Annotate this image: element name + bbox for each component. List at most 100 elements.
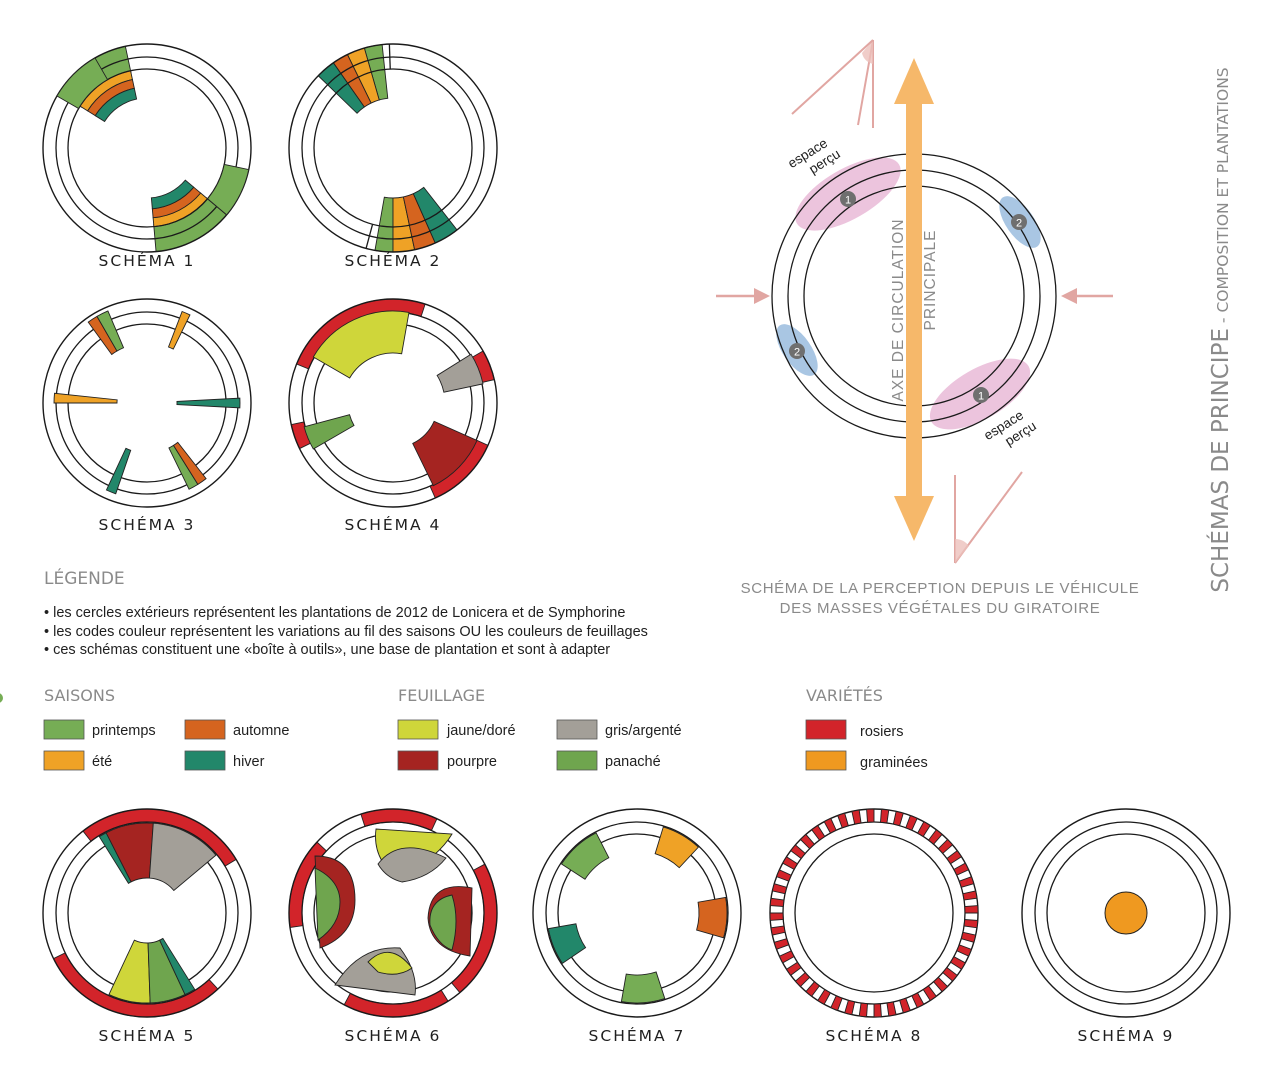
sector-rosiers (858, 1002, 868, 1018)
label-panache: panaché (605, 754, 661, 770)
sector-rosiers (851, 809, 862, 825)
sector-printemps (96, 310, 125, 352)
sector-rosiers (769, 897, 785, 907)
sector-rosiers (873, 1003, 882, 1018)
axis-label: AXE DE CIRCULATION PRINCIPALE (890, 218, 939, 401)
middle-ring (301, 56, 485, 240)
svg-text:1: 1 (978, 391, 984, 403)
sector-ete (53, 392, 118, 404)
sector-printemps (620, 971, 666, 1004)
schema-3 (42, 298, 252, 508)
legend-line-3: • ces schémas constituent une «boîte à o… (44, 642, 610, 658)
svg-text:2: 2 (794, 347, 800, 359)
outer-ring (42, 808, 252, 1018)
caption-schema-8: SCHÉMA 8 (826, 1026, 923, 1045)
legend-feuillage: FEUILLAGE jaune/doré gris/argenté pourpr… (397, 686, 682, 771)
sector-rosiers (911, 992, 925, 1009)
axis-label-line2: PRINCIPALE (922, 229, 939, 330)
caption-schema-9: SCHÉMA 9 (1078, 1026, 1175, 1045)
sector-rosiers (771, 883, 788, 895)
schema-4 (288, 298, 498, 508)
label-automne: automne (233, 723, 289, 739)
swatch-automne (184, 719, 226, 740)
sector-rosiers (880, 808, 890, 824)
schema-8 (769, 808, 979, 1018)
sector-rosiers (773, 938, 790, 950)
swatch-panache (556, 750, 598, 771)
inner-ring (794, 833, 954, 993)
sector-rosiers (844, 999, 856, 1016)
label-hiver: hiver (233, 754, 265, 770)
legend-title: LÉGENDE (44, 567, 125, 589)
side-title-sub: - COMPOSITION ET PLANTATIONS (1214, 67, 1232, 328)
schema-7 (532, 808, 742, 1018)
outer-ring (288, 298, 498, 508)
swatch-gris (556, 719, 598, 740)
arrow-right-icon (1061, 288, 1113, 304)
middle-ring (1034, 821, 1218, 1005)
sector-printemps (56, 57, 109, 110)
sector-rosiers (799, 833, 816, 850)
side-title-main: SCHÉMAS DE PRINCIPE (1206, 328, 1234, 593)
edge-mark (0, 693, 3, 703)
sector-rosiers (830, 995, 843, 1012)
sector-rosiers (769, 912, 784, 921)
sector-rosiers (785, 961, 802, 976)
sector-rosiers (782, 856, 799, 871)
sector-rosiers (956, 944, 973, 957)
sector-rosiers (942, 966, 958, 982)
sector-hiver (176, 397, 241, 409)
main-axis-arrow (894, 58, 934, 541)
schema-captions: SCHÉMA 1 SCHÉMA 2 SCHÉMA 3 SCHÉMA 4 SCHÉ… (99, 251, 1175, 1045)
petal-gris (377, 847, 447, 883)
center-graminees (1104, 891, 1148, 935)
sector-jaune (108, 939, 151, 1004)
svg-text:2: 2 (1016, 218, 1022, 230)
sector-rosiers (794, 971, 811, 988)
sector-rosiers (899, 997, 911, 1014)
legend: LÉGENDE • les cercles extérieurs représe… (44, 567, 648, 658)
sector-pourpre (412, 420, 478, 487)
sector-hiver (159, 937, 196, 996)
caption-schema-3: SCHÉMA 3 (99, 515, 196, 534)
sector-rosiers (360, 808, 438, 832)
outer-ring (1021, 808, 1231, 1018)
outer-ring (288, 808, 498, 1018)
sector-rosiers (770, 925, 786, 936)
inner-ring (67, 68, 227, 228)
sector-rosiers (916, 821, 931, 838)
sector-rosiers (775, 869, 792, 882)
sector-pourpre (105, 822, 154, 883)
sector-hiver (150, 179, 195, 210)
svg-text:1: 1 (845, 195, 851, 207)
sector-rosiers (960, 931, 977, 943)
sector-rosiers (805, 981, 821, 997)
legend-line-1: • les cercles extérieurs représentent le… (44, 605, 625, 621)
marker-1-top: 1 (840, 191, 856, 207)
middle-ring (55, 56, 239, 240)
sector-rosiers (964, 905, 979, 914)
perception-caption-line1: SCHÉMA DE LA PERCEPTION DEPUIS LE VÉHICU… (741, 580, 1140, 597)
sector-rosiers (790, 844, 806, 860)
circle-schemas (42, 43, 1231, 1018)
sector-panache (303, 414, 355, 450)
swatch-rosiers (805, 719, 847, 740)
swatch-printemps (43, 719, 85, 740)
caption-schema-4: SCHÉMA 4 (345, 515, 442, 534)
outer-ring (42, 298, 252, 508)
legend-line-2: • les codes couleur représentent les var… (44, 624, 648, 640)
sector-rosiers (778, 950, 795, 964)
sector-rosiers (946, 850, 963, 865)
petal-jaune (367, 952, 413, 975)
sector-printemps (560, 832, 610, 880)
middle-ring (55, 821, 239, 1005)
outer-ring (288, 43, 498, 253)
sightline-bottom (954, 471, 1023, 564)
sector-gris (148, 822, 217, 892)
label-graminees: graminées (860, 755, 928, 771)
sector-rosiers (823, 817, 837, 834)
sector-rosiers (953, 862, 970, 876)
inner-ring (1046, 833, 1206, 993)
caption-schema-2: SCHÉMA 2 (345, 251, 442, 270)
